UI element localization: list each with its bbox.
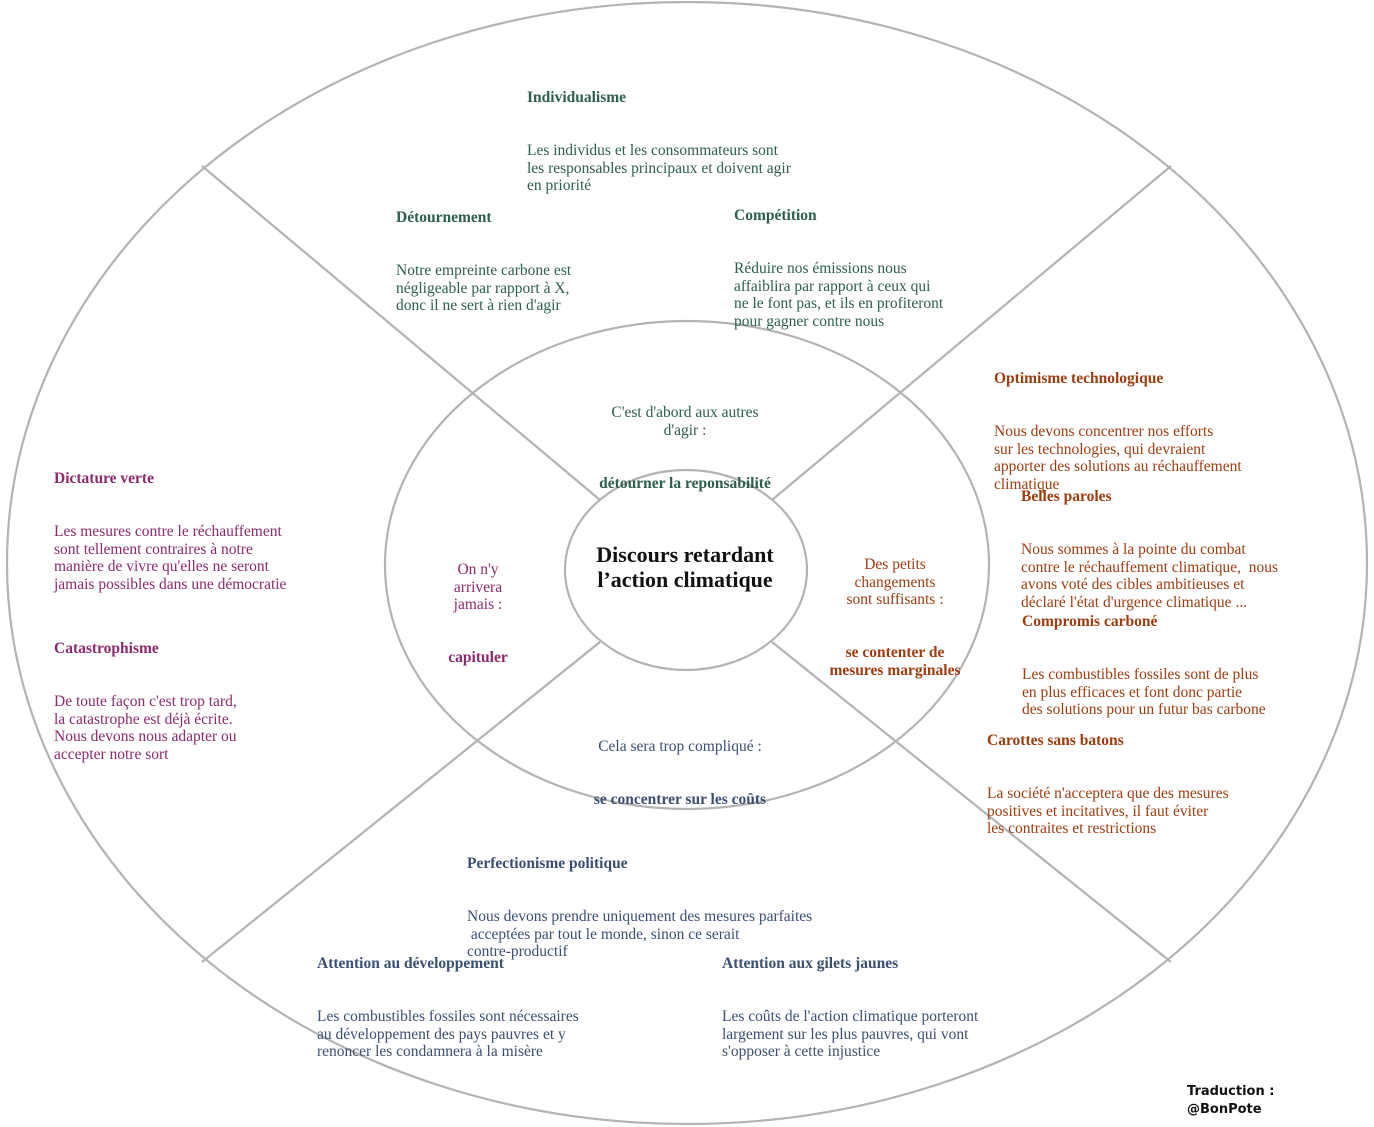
divider-top-right [771, 165, 1172, 501]
individualisme-text: Les individus et les consommateurs sont … [527, 141, 791, 195]
inner-top-bold: détourner la reponsabilité [599, 474, 771, 492]
compromis-title: Compromis carboné [1022, 613, 1158, 631]
belles-text: Nous sommes à la pointe du combat contre… [1021, 540, 1279, 611]
block-detournement: Détournement Notre empreinte carbone est… [396, 174, 571, 332]
inner-right-bold: se contenter de mesures marginales [829, 644, 961, 679]
outer-ellipse [5, 0, 1369, 1126]
block-dictature: Dictature verte Les mesures contre le ré… [54, 435, 286, 611]
catastrophisme-text: De toute façon c'est trop tard, la catas… [54, 692, 237, 763]
block-belles-paroles: Belles paroles Nous sommes à la pointe d… [1021, 453, 1278, 629]
center-title: Discours retardant l’action climatique [596, 542, 774, 592]
block-compromis: Compromis carboné Les combustibles fossi… [1022, 578, 1266, 736]
inner-bottom-bold: se concentrer sur les coûts [593, 790, 767, 808]
block-gilets: Attention aux gilets jaunes Les coûts de… [722, 920, 978, 1078]
inner-left-bold: capituler [448, 649, 508, 667]
inner-top-label: C'est d'abord aux autres d'agir : détour… [555, 369, 815, 510]
optimisme-title: Optimisme technologique [994, 370, 1164, 388]
inner-right-label: Des petits changements sont suffisants :… [810, 521, 980, 697]
inner-left-label: On n'y arrivera jamais : capituler [418, 526, 538, 684]
developpement-text: Les combustibles fossiles sont nécessair… [317, 1007, 579, 1061]
dictature-title: Dictature verte [54, 470, 154, 488]
inner-bottom-label: Cela sera trop compliqué : se concentrer… [555, 703, 805, 826]
perfectionnisme-text: Nous devons prendre uniquement des mesur… [467, 907, 813, 961]
gilets-text: Les coûts de l'action climatique portero… [722, 1007, 979, 1061]
optimisme-text: Nous devons concentrer nos efforts sur l… [994, 422, 1242, 493]
catastrophisme-title: Catastrophisme [54, 640, 159, 658]
block-perfectionnisme: Perfectionisme politique Nous devons pre… [467, 820, 812, 978]
detournement-text: Notre empreinte carbone est négligeable … [396, 261, 572, 315]
competition-text: Réduire nos émissions nous affaiblira pa… [734, 259, 944, 330]
inner-top-text: C'est d'abord aux autres d'agir : [611, 404, 759, 439]
block-catastrophisme: Catastrophisme De toute façon c'est trop… [54, 605, 237, 781]
inner-bottom-text: Cela sera trop compliqué : [598, 738, 762, 756]
divider-top-left [201, 165, 601, 501]
carottes-text: La société n'acceptera que des mesures p… [987, 784, 1229, 838]
block-competition: Compétition Réduire nos émissions nous a… [734, 172, 943, 348]
center-ellipse [563, 468, 809, 672]
inner-right-text: Des petits changements sont suffisants : [846, 556, 944, 609]
inner-left-text: On n'y arrivera jamais : [453, 561, 503, 614]
block-carottes: Carottes sans batons La société n'accept… [987, 697, 1229, 855]
dictature-text: Les mesures contre le réchauffement sont… [54, 522, 287, 593]
divider-bottom-left [201, 641, 601, 963]
divider-bottom-right [771, 641, 1172, 963]
middle-ellipse [383, 319, 991, 811]
block-developpement: Attention au développement Les combustib… [317, 920, 579, 1078]
block-individualisme: Individualisme Les individus et les cons… [527, 54, 791, 212]
individualisme-title: Individualisme [527, 89, 627, 107]
carottes-title: Carottes sans batons [987, 732, 1124, 750]
block-optimisme: Optimisme technologique Nous devons conc… [994, 335, 1242, 511]
translation-credit: Traduction : @BonPote [1187, 1084, 1275, 1117]
gilets-title: Attention aux gilets jaunes [722, 955, 899, 973]
compromis-text: Les combustibles fossiles sont de plus e… [1022, 665, 1266, 719]
perfectionnisme-title: Perfectionisme politique [467, 855, 628, 873]
detournement-title: Détournement [396, 209, 492, 227]
competition-title: Compétition [734, 207, 817, 225]
belles-title: Belles paroles [1021, 488, 1112, 506]
developpement-title: Attention au développement [317, 955, 504, 973]
